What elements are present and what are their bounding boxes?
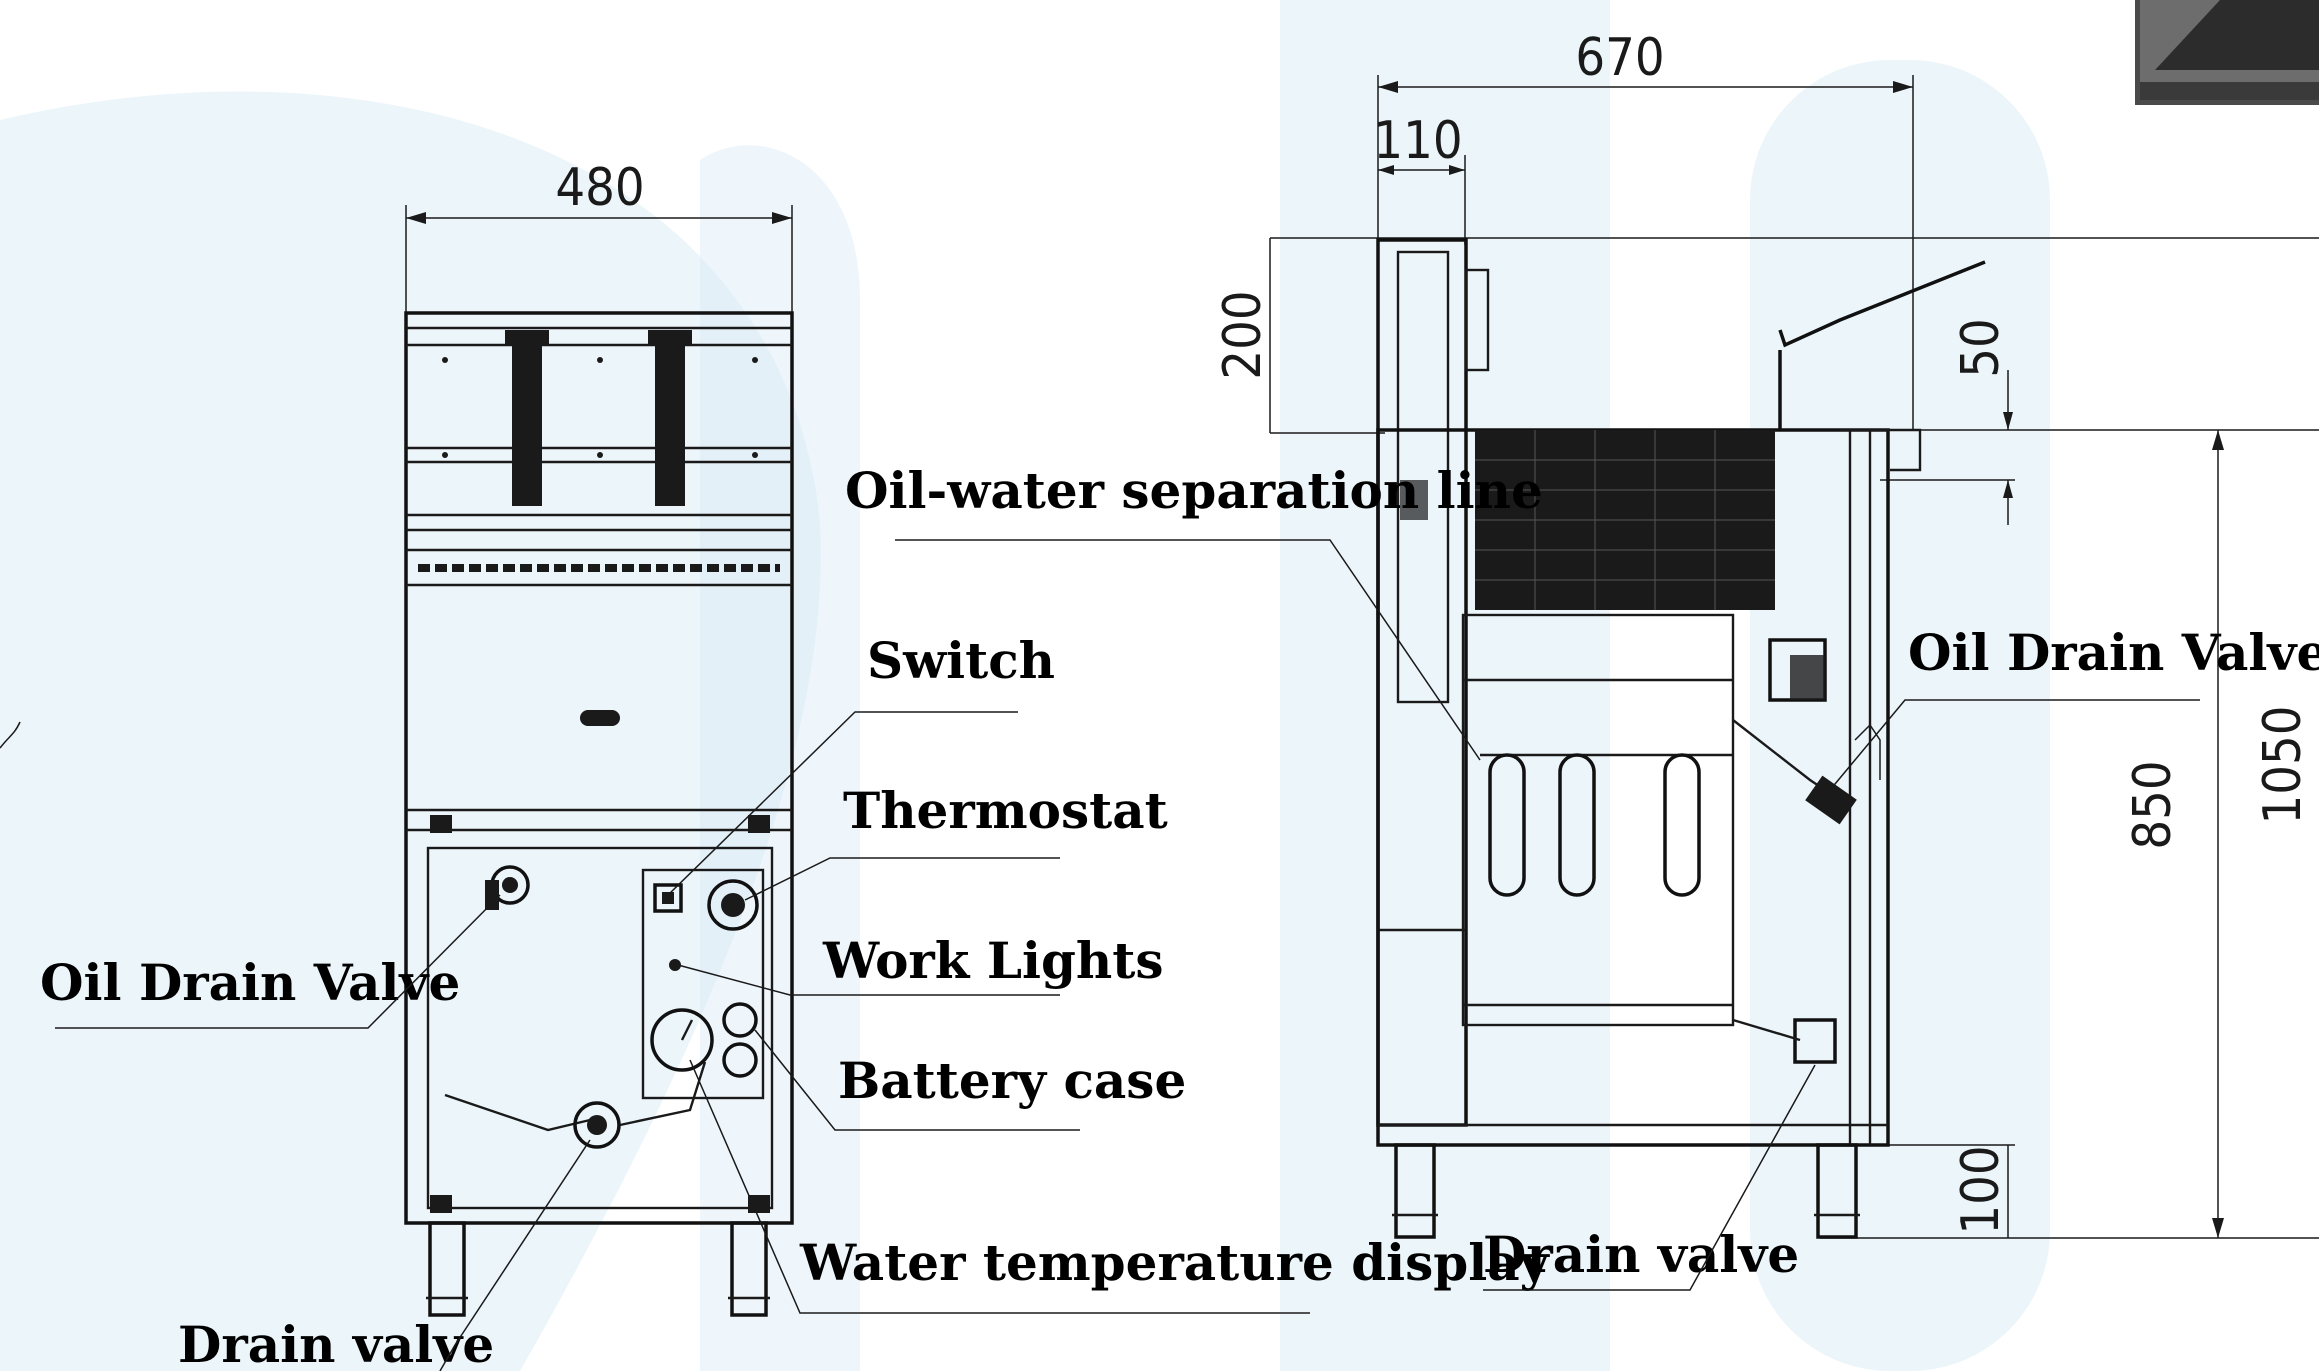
side-view: 670 110 200 50 bbox=[1213, 28, 2319, 1239]
side-lip-dimension: 50 bbox=[1800, 318, 2319, 525]
side-leg-label: 100 bbox=[1951, 1145, 2011, 1234]
front-width-label: 480 bbox=[555, 158, 644, 218]
front-drain-valve-label: Drain valve bbox=[178, 1315, 494, 1371]
water-temp-label: Water temperature display bbox=[799, 1233, 1551, 1292]
oil-water-line-label: Oil-water separation line bbox=[845, 461, 1543, 520]
work-lights-label: Work Lights bbox=[822, 931, 1164, 990]
front-callouts: Switch Thermostat Work Lights Battery ca… bbox=[40, 631, 1551, 1371]
side-height-dimensions: 850 1050 bbox=[1820, 430, 2319, 1239]
side-drain-valve-label: Drain valve bbox=[1483, 1225, 1799, 1284]
front-view: 480 bbox=[404, 158, 794, 1317]
front-width-dimension: 480 bbox=[405, 158, 793, 320]
side-offset-label: 110 bbox=[1373, 111, 1462, 171]
thermostat-label: Thermostat bbox=[843, 781, 1168, 840]
switch-label: Switch bbox=[867, 631, 1055, 690]
side-lip-label: 50 bbox=[1951, 318, 2011, 378]
side-depth-dimension: 670 bbox=[1377, 28, 1914, 430]
side-callouts: Oil-water separation line Oil Drain Valv… bbox=[845, 461, 2319, 1291]
side-top-height-label: 200 bbox=[1213, 290, 1273, 379]
side-oil-drain-label: Oil Drain Valve bbox=[1908, 623, 2319, 682]
edge-fragment bbox=[0, 721, 21, 749]
side-offset-dimension: 110 bbox=[1373, 111, 1466, 245]
background-watermark bbox=[0, 0, 2050, 1371]
side-leg-dimension: 100 bbox=[1880, 1144, 2015, 1238]
side-top-height-dimension: 200 bbox=[1213, 237, 2319, 434]
side-depth-label: 670 bbox=[1575, 28, 1664, 88]
side-body-height-label: 850 bbox=[2123, 760, 2183, 849]
product-photo-thumbnail bbox=[2135, 0, 2319, 105]
side-total-height-label: 1050 bbox=[2253, 705, 2313, 824]
front-oil-drain-label: Oil Drain Valve bbox=[40, 953, 460, 1012]
battery-case-label: Battery case bbox=[838, 1051, 1186, 1110]
